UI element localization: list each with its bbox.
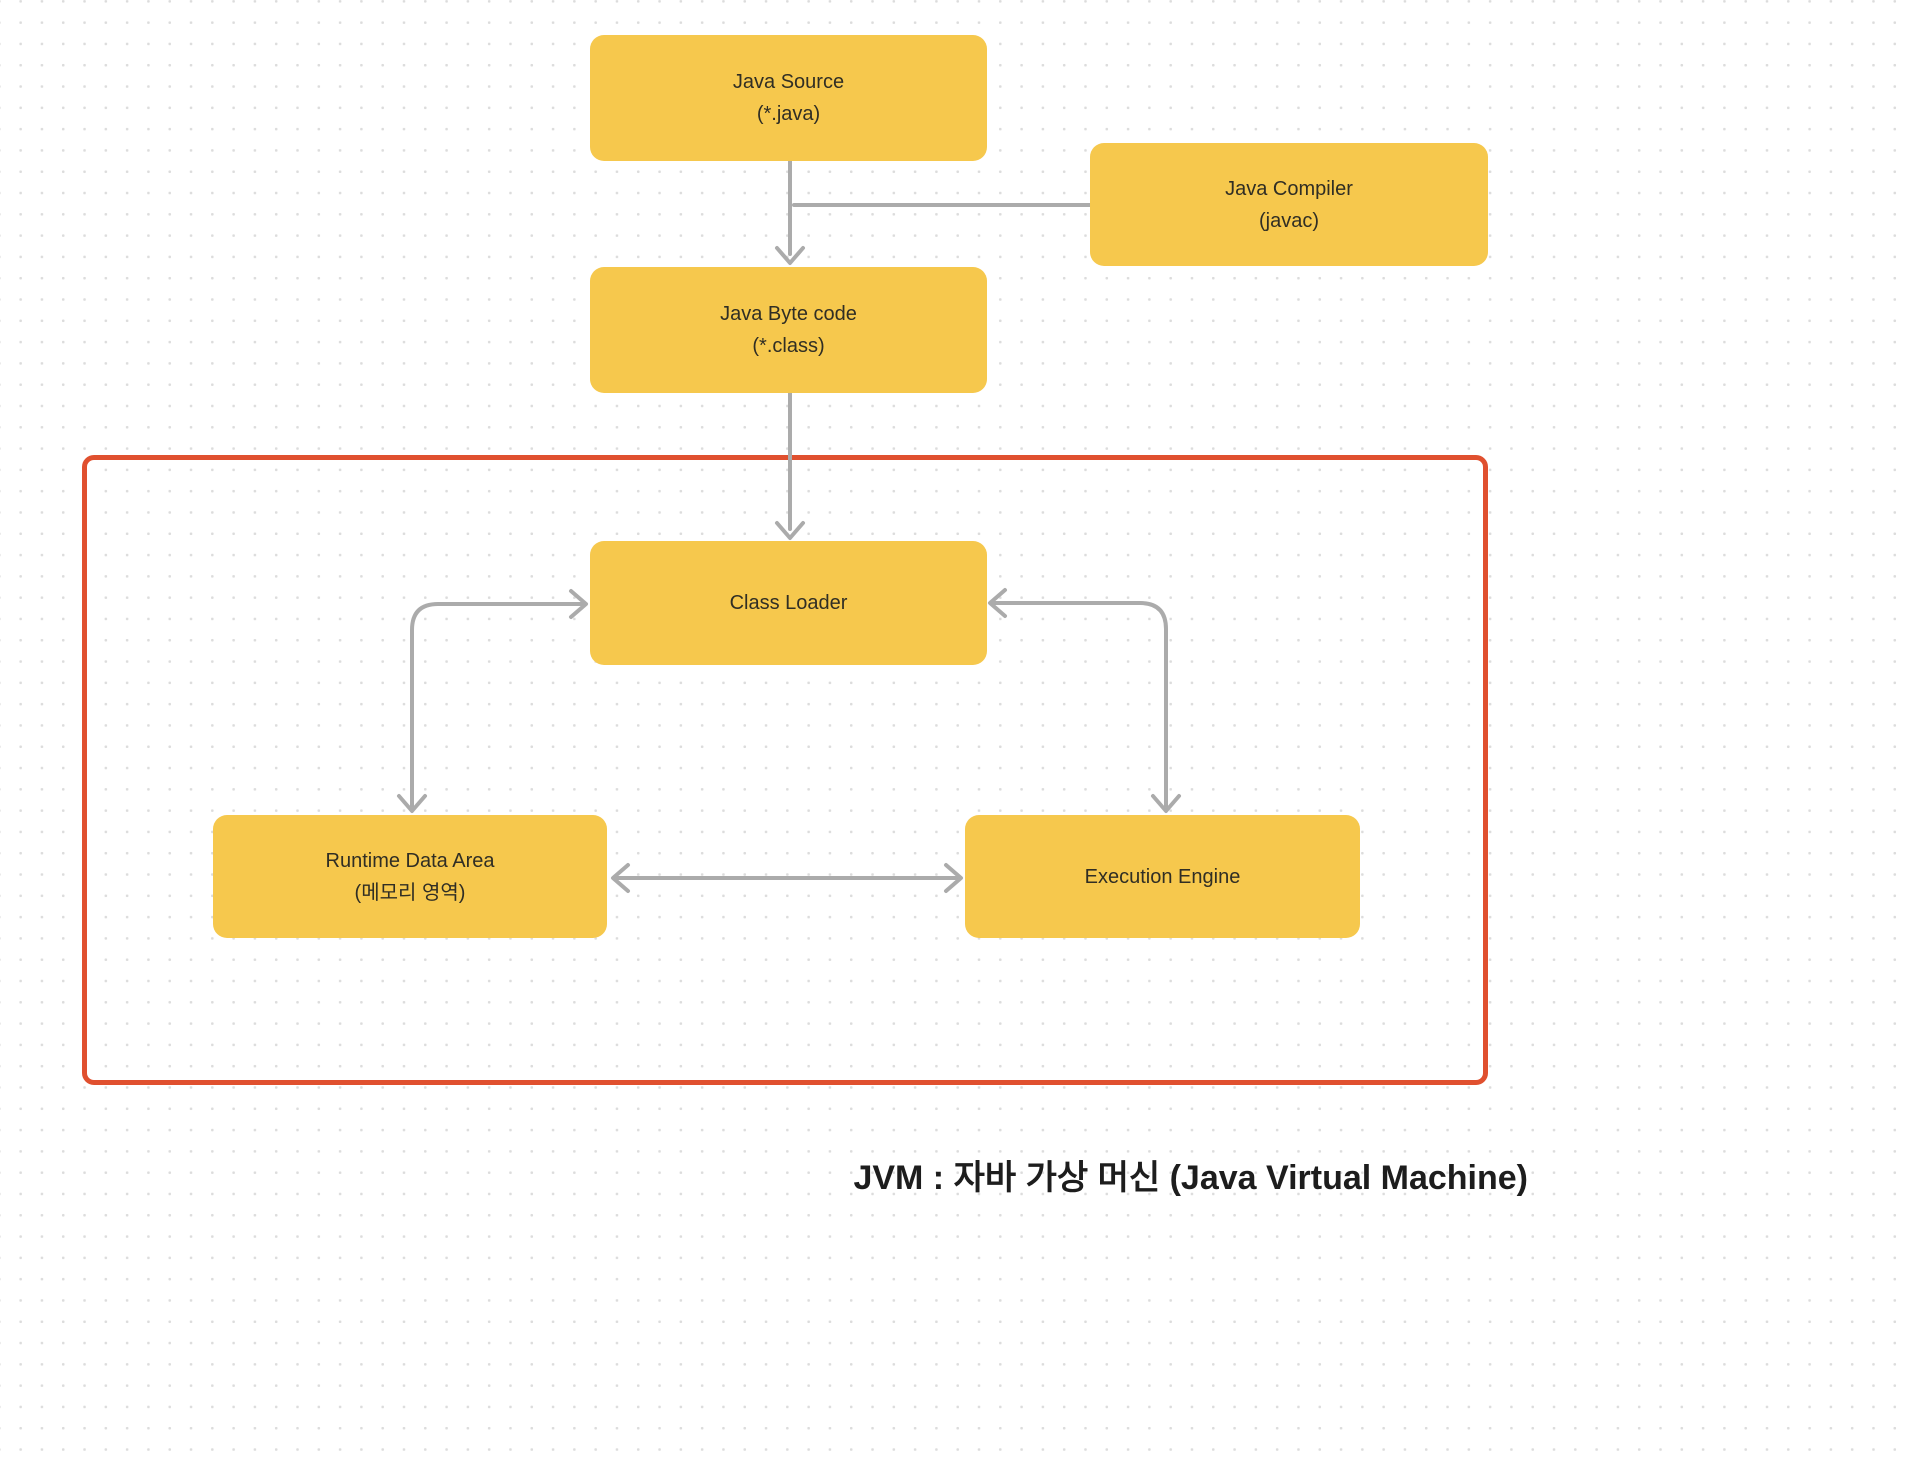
node-label: Java Byte code	[720, 303, 857, 325]
node-label: Execution Engine	[1084, 865, 1241, 888]
node-label: Java Compiler	[1225, 177, 1353, 200]
node-sublabel: (*.java)	[756, 103, 821, 125]
node-label: Java Source	[732, 71, 845, 93]
node-label: Class Loader	[729, 592, 848, 614]
node-sublabel: (메모리 영역)	[354, 881, 466, 904]
node-label: Runtime Data Area	[325, 849, 495, 872]
diagram-caption: JVM : 자바 가상 머신 (Java Virtual Machine)	[853, 1159, 1528, 1197]
node-execution-engine: Execution Engine	[965, 815, 1360, 938]
node-sublabel: (*.class)	[752, 335, 825, 357]
node-sublabel: (javac)	[1258, 209, 1319, 232]
node-java-byte-code: Java Byte code (*.class)	[590, 267, 987, 393]
jvm-boundary-box	[82, 455, 1488, 1085]
node-class-loader: Class Loader	[590, 541, 987, 665]
node-java-compiler: Java Compiler (javac)	[1090, 143, 1488, 266]
node-runtime-data-area: Runtime Data Area (메모리 영역)	[213, 815, 607, 938]
node-java-source: Java Source (*.java)	[590, 35, 987, 161]
arrowhead-down-icon	[775, 246, 805, 265]
